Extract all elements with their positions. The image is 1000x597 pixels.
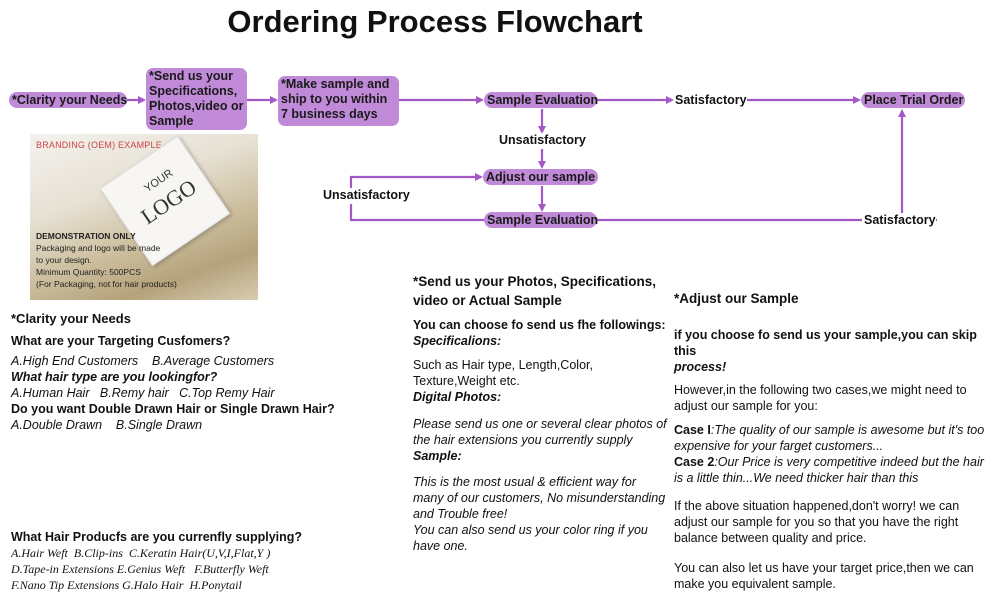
products-line-3: F.Nano Tip Extensions G.Halo Hair H.Pony…: [11, 578, 242, 592]
label-satisfactory-top: Satisfactory: [675, 93, 747, 107]
adjust-section: *Adjust our Sample if you choose fo send…: [674, 291, 994, 592]
adjust-target: You can also let us have your target pri…: [674, 561, 974, 591]
case-2-text: :Our Price is very competitive indeed bu…: [674, 455, 984, 485]
node-sample-evaluation-1: Sample Evaluation: [484, 92, 598, 108]
adjust-skip-1: if you choose fo send us your sample,you…: [674, 328, 977, 358]
demo-caption: DEMONSTRATION ONLY Packaging and logo wi…: [36, 230, 177, 290]
clarity-a1: A.High End Customers B.Average Customers: [11, 354, 275, 368]
arrow-loop-to-adjust: [349, 173, 483, 188]
label-unsatisfactory-down: Unsatisfactory: [499, 133, 586, 147]
products-section: What Hair Producfs are you currenfly sup…: [11, 529, 391, 593]
send-ring-text: You can also send us your color ring if …: [413, 523, 648, 553]
node-clarity-needs: *Clarity your Needs: [9, 92, 127, 108]
adjust-case-1: Case I:The quality of our sample is awes…: [674, 422, 994, 454]
clarity-q3: Do you want Double Drawn Hair or Single …: [11, 402, 335, 416]
send-spec-text: Such as Hair type, Length,Color, Texture…: [413, 358, 593, 388]
node-place-trial-order: Place Trial Order: [861, 92, 965, 108]
adjust-case-2: Case 2:Our Price is very competitive ind…: [674, 454, 994, 486]
send-sample-text: This is the most usual & efficient way f…: [413, 475, 666, 521]
send-section: *Send us your Photos, Specifications, vi…: [413, 272, 668, 554]
clarity-heading: *Clarity your Needs: [11, 311, 131, 326]
products-line-2: D.Tape-in Extensions E.Genius Weft F.But…: [11, 562, 269, 576]
send-photo-text: Please send us one or several clear phot…: [413, 417, 667, 447]
send-heading: *Send us your Photos, Specifications, vi…: [413, 274, 657, 308]
clarity-q1: What are your Targeting Cusfomers?: [11, 334, 231, 348]
node-sample-evaluation-2: Sample Evaluation: [484, 212, 598, 228]
label-unsatisfactory-loop: Unsatisfactory: [323, 188, 410, 202]
adjust-skip-2: process!: [674, 360, 727, 374]
node-adjust-sample: Adjust our sample: [483, 169, 598, 185]
branding-example-photo: BRANDING (OEM) EXAMPLE YOUR LOGO DEMONST…: [30, 134, 258, 300]
photo-header: BRANDING (OEM) EXAMPLE: [36, 140, 162, 150]
send-intro: You can choose fo send us fhe followings…: [413, 318, 666, 332]
products-line-1: A.Hair Weft B.Clip-ins C.Keratin Hair(U,…: [11, 546, 271, 560]
case-2-label: Case 2: [674, 455, 715, 469]
node-make-sample: *Make sample and ship to you within 7 bu…: [278, 76, 399, 126]
adjust-heading: *Adjust our Sample: [674, 291, 799, 306]
demo-line-3: Minimum Quantity: 500PCS: [36, 267, 141, 277]
clarity-q2: What hair type are you lookingfor?: [11, 370, 218, 384]
demo-line-0: DEMONSTRATION ONLY: [36, 231, 136, 241]
send-spec-label: Specificalions:: [413, 334, 502, 348]
case-1-text: :The quality of our sample is awesome bu…: [674, 423, 985, 453]
demo-line-2: to your design.: [36, 255, 92, 265]
arrow-eval2-loop: [349, 204, 484, 222]
products-question: What Hair Producfs are you currenfly sup…: [11, 530, 303, 544]
send-photo-label: Digital Photos:: [413, 390, 502, 404]
demo-line-4: (For Packaging, not for hair products): [36, 279, 177, 289]
arrow-satisfactory-to-trial-up: [898, 109, 937, 222]
clarity-section: *Clarity your Needs What are your Target…: [11, 311, 391, 433]
node-send-specifications: *Send us your Specifications, Photos,vid…: [146, 68, 247, 130]
demo-line-1: Packaging and logo will be made: [36, 243, 161, 253]
clarity-a2: A.Human Hair B.Remy hair C.Top Remy Hair: [11, 386, 275, 400]
send-sample-label: Sample:: [413, 449, 462, 463]
page-title: Ordering Process Flowchart: [227, 4, 643, 39]
clarity-a3: A.Double Drawn B.Single Drawn: [11, 418, 203, 432]
adjust-however: However,in the following two cases,we mi…: [674, 383, 967, 413]
case-1-label: Case I: [674, 423, 711, 437]
adjust-worry: If the above situation happened,don't wo…: [674, 499, 960, 545]
label-satisfactory-bottom: Satisfactory: [864, 213, 936, 227]
